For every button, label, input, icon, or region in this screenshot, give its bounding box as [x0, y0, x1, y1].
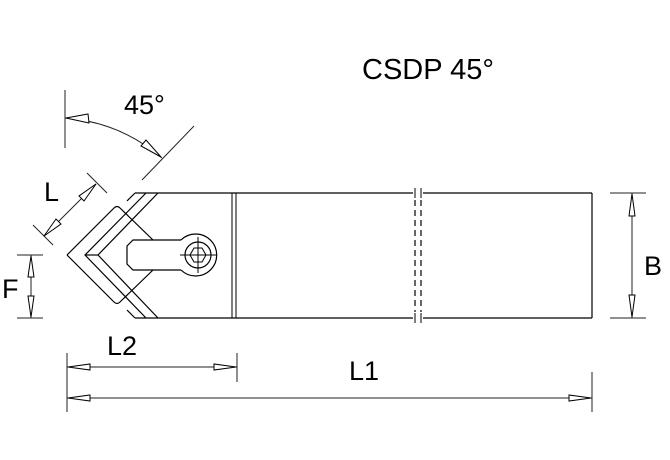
angle-label: 45° — [124, 90, 165, 120]
break-lines — [414, 188, 422, 323]
label-L2: L2 — [107, 331, 137, 361]
holder-body — [84, 188, 593, 323]
dimension-L2: L2 — [66, 331, 238, 412]
dimension-F: F — [2, 254, 43, 319]
dimension-B: B — [610, 192, 662, 319]
dimension-L: L — [32, 172, 108, 246]
label-L: L — [44, 177, 59, 207]
cutting-insert — [66, 205, 154, 305]
angle-dimension: 45° — [64, 90, 195, 181]
label-B: B — [644, 251, 662, 281]
drawing-title: CSDP 45° — [362, 54, 494, 86]
label-L1: L1 — [349, 356, 379, 386]
label-F: F — [2, 274, 19, 304]
dimension-L1: L1 — [67, 356, 593, 412]
clamp-lever — [126, 233, 218, 277]
